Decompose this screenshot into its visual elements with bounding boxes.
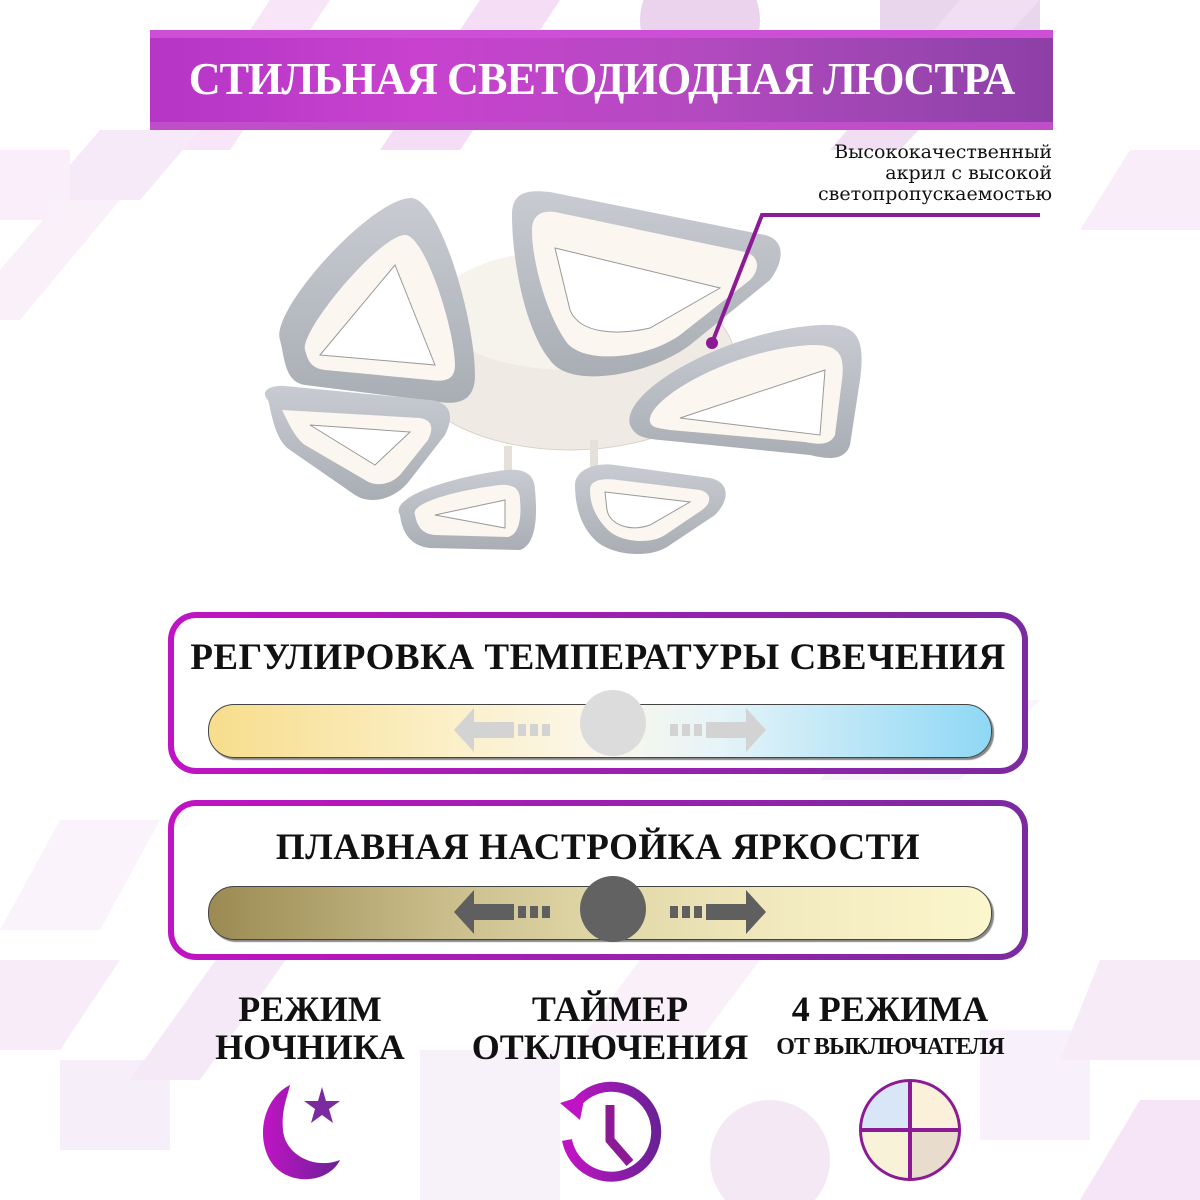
- brightness-slider-knob[interactable]: [580, 876, 646, 942]
- four-modes-icon: [859, 1079, 961, 1181]
- arrow-right-icon: [670, 708, 766, 752]
- brightness-title: ПЛАВНАЯ НАСТРОЙКА ЯРКОСТИ: [275, 827, 921, 868]
- feature-modes-line1: 4 РЕЖИМА: [791, 989, 989, 1029]
- moon-star-icon: [263, 1085, 340, 1180]
- title-banner: СТИЛЬНАЯ СВЕТОДИОДНАЯ ЛЮСТРА: [150, 30, 1053, 130]
- arrow-right-icon: [670, 890, 766, 934]
- arrow-left-icon: [454, 708, 550, 752]
- chandelier-image: [264, 191, 862, 555]
- feature-night-mode: РЕЖИМ НОЧНИКА: [200, 990, 420, 1066]
- brightness-panel: ПЛАВНАЯ НАСТРОЙКА ЯРКОСТИ: [168, 800, 1028, 960]
- callout-line-2: акрил с высокой: [885, 162, 1052, 184]
- feature-modes-line2: ОТ ВЫКЛЮЧАТЕЛЯ: [776, 1034, 1004, 1060]
- feature-timer: ТАЙМЕР ОТКЛЮЧЕНИЯ: [460, 990, 760, 1066]
- callout-line-3: светопропускаемостью: [818, 183, 1052, 205]
- feature-timer-line2: ОТКЛЮЧЕНИЯ: [471, 1027, 749, 1067]
- callout-pointer: [706, 213, 1040, 349]
- feature-night-line2: НОЧНИКА: [215, 1027, 405, 1067]
- temperature-slider-knob[interactable]: [580, 690, 646, 756]
- feature-timer-line1: ТАЙМЕР: [531, 989, 689, 1029]
- callout-line-1: Высококачественный: [834, 141, 1052, 163]
- temperature-panel: РЕГУЛИРОВКА ТЕМПЕРАТУРЫ СВЕЧЕНИЯ: [168, 612, 1028, 774]
- feature-night-line1: РЕЖИМ: [238, 989, 382, 1029]
- banner-title: СТИЛЬНАЯ СВЕТОДИОДНАЯ ЛЮСТРА: [188, 53, 1015, 104]
- arrow-left-icon: [454, 890, 550, 934]
- timer-clock-icon: [560, 1081, 662, 1182]
- material-callout: Высококачественный акрил с высокой свето…: [762, 142, 1052, 205]
- temperature-title: РЕГУЛИРОВКА ТЕМПЕРАТУРЫ СВЕЧЕНИЯ: [190, 637, 1006, 678]
- feature-four-modes: 4 РЕЖИМА ОТ ВЫКЛЮЧАТЕЛЯ: [760, 990, 1020, 1066]
